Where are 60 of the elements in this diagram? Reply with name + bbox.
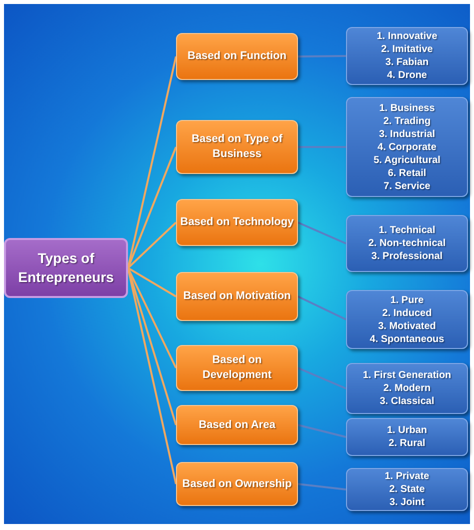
- node-text: Based on Type of Business: [190, 132, 284, 162]
- node-text: 2. Imitative: [381, 43, 433, 56]
- connector-line: [298, 483, 346, 490]
- node-text: 4. Spontaneous: [370, 332, 444, 346]
- node-text: 1. Pure: [390, 294, 424, 306]
- node-text: 3. Motivated: [378, 320, 436, 332]
- connector-line: [127, 146, 177, 268]
- connector-line: [298, 296, 346, 320]
- list-box: [346, 97, 468, 197]
- node-text: 1. Urban: [386, 424, 427, 437]
- node-text: 3. Joint: [389, 496, 424, 509]
- list-box: [346, 468, 468, 511]
- node-text: 3. Classical: [380, 395, 434, 408]
- node-text: Types of Entrepreneurs: [17, 249, 115, 287]
- connector-line: [298, 146, 346, 148]
- list-box: [346, 215, 468, 272]
- node-text: 4. Drone: [386, 69, 427, 82]
- node-text: Based on Motivation: [183, 289, 291, 304]
- connector-line: [298, 222, 346, 244]
- node-text: 3. Fabian: [385, 56, 429, 69]
- node-text: Based on Function: [188, 49, 286, 64]
- category-box: [176, 120, 298, 174]
- node-text: 3. Industrial: [378, 128, 436, 140]
- category-box: [176, 199, 298, 246]
- node-text: Based on Development: [201, 353, 273, 383]
- category-box: [176, 405, 298, 445]
- node-text: 2. Rural: [388, 437, 426, 450]
- node-text: 1. First Generation: [362, 369, 452, 382]
- node-text: 2. State: [389, 483, 425, 496]
- node-text: Based on Technology: [180, 215, 294, 230]
- node-text: 2. Modern: [383, 382, 431, 395]
- node-text: 1. Private: [384, 470, 430, 483]
- connector-line: [128, 267, 176, 298]
- connector-line: [298, 424, 346, 438]
- node-text: 5. Agricultural: [374, 154, 440, 166]
- category-box: [176, 272, 298, 321]
- node-text: 1. Innovative: [376, 30, 438, 43]
- node-text: 2. Trading: [383, 114, 431, 128]
- connector-line: [127, 222, 177, 269]
- node-text: 2. Non-technical: [368, 237, 446, 250]
- node-text: Based on Ownership: [182, 476, 292, 492]
- category-box: [176, 33, 298, 80]
- category-box: [176, 345, 298, 391]
- node-text: 3. Professional: [371, 250, 443, 263]
- list-box: [346, 363, 468, 414]
- node-text: 6. Retail: [388, 166, 426, 180]
- node-text: 1. Business: [379, 102, 435, 114]
- root-box: [4, 238, 128, 298]
- category-box: [176, 462, 298, 506]
- node-text: 2. Induced: [382, 306, 432, 320]
- connector-line: [298, 55, 346, 58]
- connector-line: [298, 367, 346, 390]
- list-box: [346, 418, 468, 456]
- connector-line: [127, 268, 177, 368]
- list-box: [346, 27, 468, 85]
- node-text: 1. Technical: [378, 224, 436, 237]
- node-text: Based on Area: [198, 418, 276, 432]
- node-text: 4. Corporate: [378, 140, 436, 154]
- node-text: 7. Service: [384, 180, 430, 192]
- list-box: [346, 290, 468, 349]
